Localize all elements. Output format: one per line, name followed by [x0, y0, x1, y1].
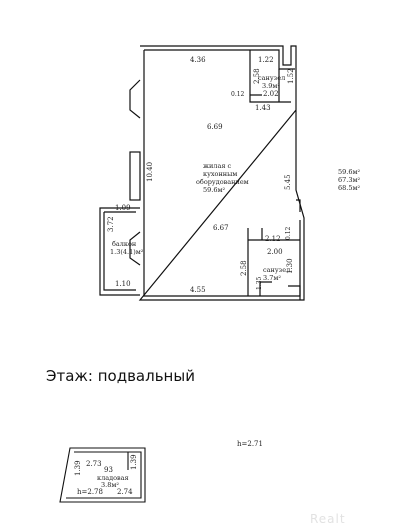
- bath1-walls: [249, 50, 291, 103]
- balcony-inner: [103, 211, 136, 291]
- dim-top-wall: 4.36: [190, 56, 206, 64]
- storage-name: кладовая: [97, 474, 129, 482]
- dim-right-upper: 1.52: [287, 68, 295, 84]
- watermark-logo: Realt: [310, 512, 346, 526]
- dim-small-012-top: 0.12: [231, 91, 245, 98]
- dim-wc-inner: 1.35: [256, 276, 263, 290]
- dim-small-012-bottom: 0.12: [285, 226, 292, 240]
- dim-wc-width: 2.00: [267, 248, 283, 256]
- storage-number: 93: [104, 466, 113, 474]
- entry-door: [288, 285, 301, 300]
- storage-outline: [59, 447, 146, 503]
- total-area-3: 68.5м²: [338, 184, 361, 192]
- window-middle: [129, 151, 141, 201]
- dim-balcony-bottom: 1.10: [115, 280, 131, 288]
- dim-bath-width: 2.02: [263, 90, 279, 98]
- inner-wall-line: [143, 49, 301, 297]
- dim-bath-bottom: 1.43: [255, 104, 271, 112]
- dim-right-middle: 5.45: [284, 174, 292, 190]
- hall-label-1: жилая с: [203, 162, 231, 170]
- hall-area: 59.6м²: [203, 186, 226, 194]
- hall-label-2: кухонным: [203, 170, 237, 178]
- dim-bath-top: 1.22: [258, 56, 274, 64]
- dim-hall-width: 6.69: [207, 123, 223, 131]
- outer-wall: [138, 45, 305, 301]
- window-upper: [129, 79, 141, 119]
- window-lower: [129, 231, 141, 266]
- height-main: h=2.71: [237, 440, 263, 448]
- dim-wc-side: 1.30: [286, 258, 294, 274]
- balcony-name: балкон: [112, 240, 136, 248]
- bath1-name: санузел: [258, 74, 285, 82]
- dim-balcony-top: 1.09: [115, 204, 131, 212]
- balcony-outline: [99, 207, 140, 296]
- bath2-walls: [247, 228, 300, 296]
- storage-area: 3.8м²: [101, 481, 119, 489]
- storage-dim-left: 1.39: [74, 460, 82, 476]
- storage-dim-top: 2.73: [86, 460, 102, 468]
- storage-dim-right: 1.39: [130, 454, 138, 470]
- dim-wc-top: 2.12: [265, 235, 281, 243]
- storage-height: h=2.78: [77, 488, 103, 496]
- dim-wc-left: 2.58: [240, 260, 248, 276]
- storage-dim-bottom: 2.74: [117, 488, 133, 496]
- dim-bath-height: 2.58: [253, 68, 261, 84]
- right-wall-detail: [296, 199, 301, 212]
- dim-bottom-wall: 4.55: [190, 286, 206, 294]
- bath2-area: 3.7м²: [263, 274, 281, 282]
- floor-label: Этаж: подвальный: [46, 367, 195, 385]
- bath2-door: [259, 281, 272, 296]
- bath2-name: санузел: [263, 266, 290, 274]
- total-area-1: 59.6м²: [338, 168, 361, 176]
- hall-label-3: оборудованием: [196, 178, 249, 186]
- dim-hall-width-lower: 6.67: [213, 224, 229, 232]
- balcony-area: 1.3(4.1)м²: [110, 248, 144, 256]
- dim-balcony-side: 3.72: [107, 216, 115, 232]
- storage-inner: [66, 451, 142, 499]
- total-area-2: 67.3м²: [338, 176, 361, 184]
- bath1-area: 3.9м²: [262, 82, 280, 90]
- dim-left-wall: 10.40: [146, 162, 154, 182]
